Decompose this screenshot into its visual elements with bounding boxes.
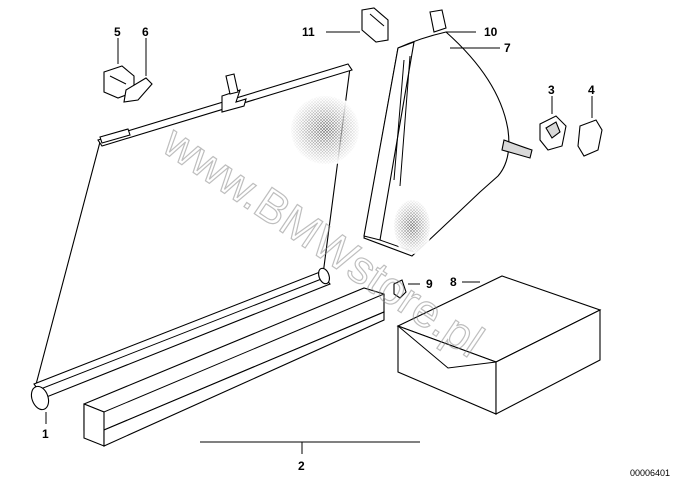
callout-1: 1 — [42, 427, 49, 441]
callout-7: 7 — [504, 41, 511, 55]
roller-sunblind — [30, 63, 361, 424]
callout-2: 2 — [298, 459, 305, 473]
packaging-box — [396, 275, 602, 415]
callout-8: 8 — [450, 275, 457, 289]
callout-10: 10 — [484, 25, 498, 39]
bracket-part-11 — [326, 7, 389, 43]
callout-4: 4 — [588, 83, 595, 97]
window-shade-panel — [363, 31, 533, 257]
callout-6: 6 — [142, 25, 149, 39]
callout-11: 11 — [302, 25, 315, 39]
cover-part-6 — [123, 38, 153, 103]
callout-5: 5 — [114, 25, 121, 39]
reference-number: 00006401 — [630, 468, 670, 478]
cover-part-4 — [577, 96, 603, 157]
lower-trim-cover — [83, 287, 420, 454]
clip-part-3 — [539, 96, 567, 151]
cap-part-10 — [429, 9, 476, 33]
clip-part-9 — [393, 279, 420, 299]
callout-9: 9 — [426, 277, 433, 291]
callout-3: 3 — [548, 83, 555, 97]
